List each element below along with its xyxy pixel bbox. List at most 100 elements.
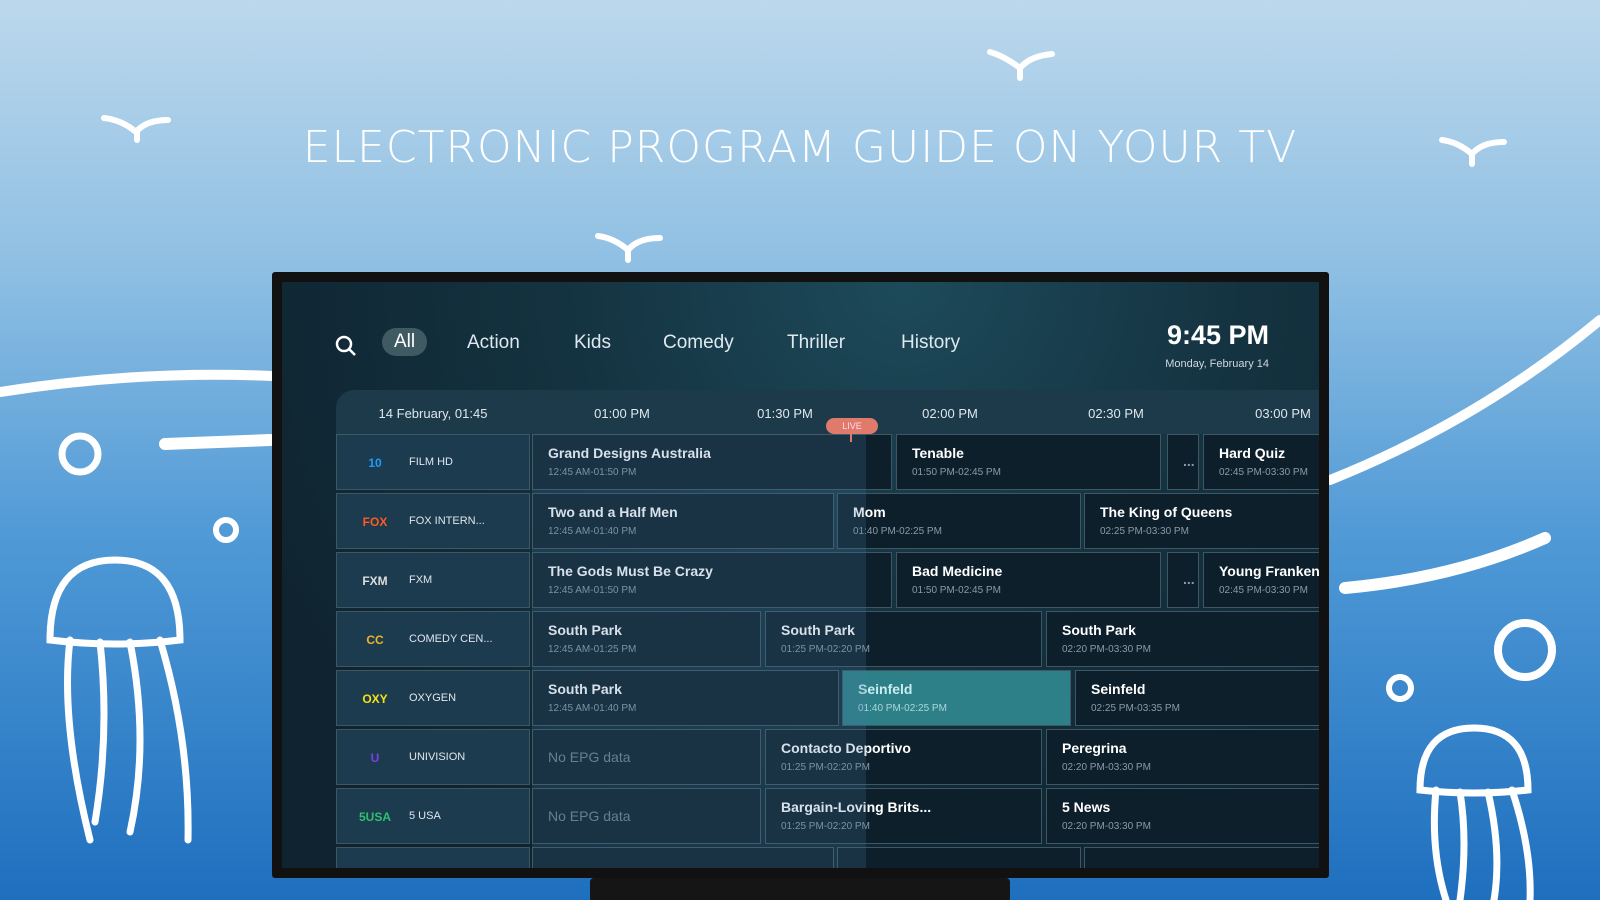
- program-time: 02:20 PM-03:30 PM: [1062, 821, 1151, 832]
- category-tab-history[interactable]: History: [901, 332, 961, 353]
- channel-name: UNIVISION: [409, 751, 466, 763]
- program-time: 01:50 PM-02:45 PM: [912, 467, 1001, 478]
- program-cell[interactable]: No EPG data: [532, 729, 761, 785]
- program-title: South Park: [548, 681, 622, 697]
- program-cell[interactable]: Tenable 01:50 PM-02:45 PM: [896, 434, 1161, 490]
- channel-cell[interactable]: U UNIVISION: [336, 729, 530, 785]
- program-time: 02:20 PM-03:30 PM: [1062, 762, 1151, 773]
- program-cell[interactable]: Seinfeld 01:40 PM-02:25 PM: [842, 670, 1071, 726]
- program-title: South Park: [1062, 622, 1136, 638]
- clock-date: Monday, February 14: [1165, 358, 1269, 370]
- channel-logo: 10: [368, 456, 382, 470]
- program-time: 12:45 AM-01:40 PM: [548, 526, 637, 537]
- channel-row: 10 FILM HD Grand Designs Australia 12:45 A…: [336, 434, 1319, 490]
- live-indicator: LIVE: [826, 418, 878, 434]
- jellyfish-icon: [46, 556, 192, 844]
- channel-cell[interactable]: OXY OXYGEN: [336, 670, 530, 726]
- more-programs-button[interactable]: ...: [1167, 552, 1199, 608]
- jellyfish-icon: [1416, 724, 1534, 900]
- more-programs-button[interactable]: ...: [1167, 434, 1199, 490]
- program-time: 01:25 PM-02:20 PM: [781, 762, 870, 773]
- now-marker: [850, 434, 852, 442]
- program-cell[interactable]: Grand Designs Australia 12:45 AM-01:50 PM: [532, 434, 892, 490]
- category-tab-comedy[interactable]: Comedy: [663, 332, 734, 353]
- program-title: South Park: [781, 622, 855, 638]
- program-cell[interactable]: No EPG data: [532, 788, 761, 844]
- program-cell[interactable]: The King of Queens 02:25 PM-03:30 PM: [1084, 493, 1319, 549]
- program-title: Seinfeld: [1091, 681, 1146, 697]
- program-cell[interactable]: Bargain-Loving Brits...01:25 PM-02:20 PM: [765, 788, 1042, 844]
- channel-row-partial: [336, 847, 1319, 868]
- clock-time: 9:45 PM: [1166, 320, 1269, 350]
- category-tab-all[interactable]: All: [382, 328, 428, 356]
- program-time: 12:45 AM-01:50 PM: [548, 467, 637, 478]
- channel-cell[interactable]: FOX FOX INTERN...: [336, 493, 530, 549]
- program-title: Grand Designs Australia: [548, 445, 711, 461]
- program-time: 01:40 PM-02:25 PM: [858, 703, 947, 714]
- bird-icon: [101, 49, 1507, 263]
- channel-logo: CC: [366, 633, 384, 647]
- channel-cell[interactable]: FXM FXM: [336, 552, 530, 608]
- program-time: 02:45 PM-03:30 PM: [1219, 467, 1308, 478]
- channel-cell[interactable]: CC COMEDY CEN...: [336, 611, 530, 667]
- channel-logo: FXM: [362, 574, 388, 588]
- program-cell[interactable]: Peregrina 02:20 PM-03:30 PM: [1046, 729, 1319, 785]
- program-time: 02:20 PM-03:30 PM: [1062, 644, 1151, 655]
- search-icon[interactable]: [334, 334, 358, 358]
- channel-logo: 5USA: [358, 810, 391, 824]
- program-cell[interactable]: [532, 847, 834, 868]
- program-time: 01:25 PM-02:20 PM: [781, 821, 870, 832]
- program-time: 02:25 PM-03:35 PM: [1091, 703, 1180, 714]
- epg-screen: All Action Kids Comedy Thriller History …: [282, 282, 1319, 868]
- channel-cell[interactable]: 5USA 5 USA: [336, 788, 530, 844]
- channel-cell[interactable]: 10 FILM HD: [336, 434, 530, 490]
- program-cell[interactable]: Young Frankenstein 02:45 PM-03:30 PM: [1203, 552, 1319, 608]
- channel-name: FILM HD: [409, 456, 453, 468]
- program-title: Tenable: [912, 445, 964, 461]
- channel-logo: OXY: [362, 692, 388, 706]
- category-tab-thriller[interactable]: Thriller: [787, 332, 846, 353]
- channel-name: FOX INTERN...: [409, 515, 485, 527]
- tv-stand: [590, 878, 1010, 900]
- timeline-time: 02:00 PM: [922, 406, 978, 421]
- channel-name: 5 USA: [409, 810, 441, 822]
- program-cell[interactable]: South Park 02:20 PM-03:30 PM: [1046, 611, 1319, 667]
- channel-logo: U: [370, 751, 380, 765]
- program-title: Young Frankenstein: [1219, 563, 1319, 579]
- timeline-date: 14 February, 01:45: [378, 406, 488, 421]
- program-title: ...: [1183, 571, 1195, 587]
- channel-cell[interactable]: [336, 847, 530, 868]
- program-title: Seinfeld: [858, 681, 913, 697]
- program-time: 02:25 PM-03:30 PM: [1100, 526, 1189, 537]
- timeline-time: 03:00 PM: [1255, 406, 1311, 421]
- category-tab-action[interactable]: Action: [467, 332, 520, 353]
- program-cell[interactable]: [1084, 847, 1319, 868]
- program-cell[interactable]: [837, 847, 1081, 868]
- timeline-time: 02:30 PM: [1088, 406, 1144, 421]
- tv-frame: All Action Kids Comedy Thriller History …: [272, 272, 1329, 878]
- program-cell[interactable]: Seinfeld 02:25 PM-03:35 PM: [1075, 670, 1319, 726]
- program-title: Bad Medicine: [912, 563, 1003, 579]
- program-title: No EPG data: [548, 749, 631, 765]
- program-title: The Gods Must Be Crazy: [548, 563, 713, 579]
- category-tab-kids[interactable]: Kids: [574, 332, 611, 353]
- program-time: 02:45 PM-03:30 PM: [1219, 585, 1308, 596]
- program-title: The King of Queens: [1100, 504, 1233, 520]
- timeline-time: 01:30 PM: [757, 406, 813, 421]
- timeline-time: 01:00 PM: [594, 406, 650, 421]
- program-title: Peregrina: [1062, 740, 1127, 756]
